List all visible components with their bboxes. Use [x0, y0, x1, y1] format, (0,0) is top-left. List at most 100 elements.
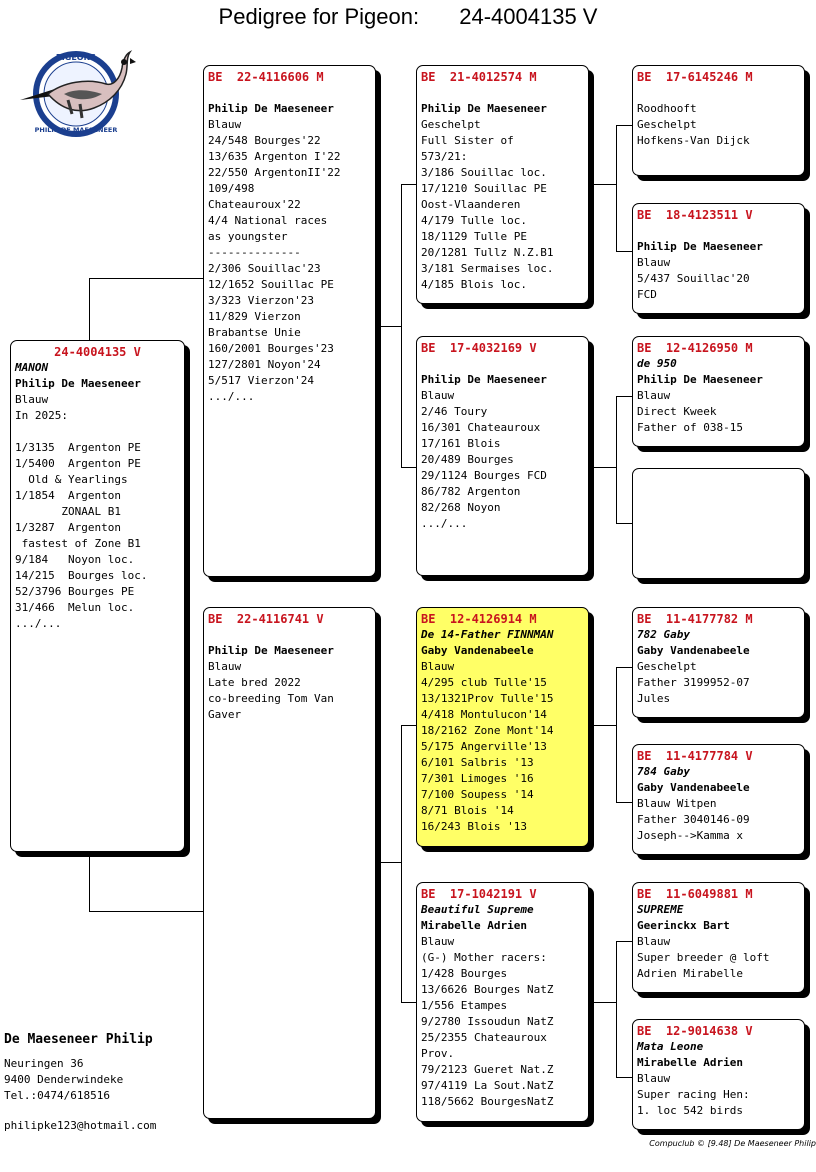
breeder-street: Neuringen 36 [4, 1057, 84, 1070]
info-line: 7/100 Soupess '14 [421, 788, 534, 801]
info-line: 31/466 Melun loc. [15, 601, 135, 614]
info-line: 79/2123 Gueret Nat.Z [421, 1063, 554, 1076]
info-line: Geschelpt [637, 660, 697, 673]
owner-name: Gaby Vandenabeele [637, 781, 750, 794]
info-line: Blauw [637, 389, 671, 402]
info-line: 4/179 Tulle loc. [421, 214, 527, 227]
info-line: Super breeder @ loft [637, 951, 770, 964]
ring-number: BE 12-9014638 V [637, 1024, 753, 1038]
title-label: Pedigree for Pigeon: [218, 4, 420, 29]
connector-line [89, 278, 90, 340]
info-line: 2/46 Toury [421, 405, 488, 418]
connector-line [616, 1077, 633, 1078]
connector-line [589, 725, 617, 726]
info-line: Geschelpt [637, 118, 697, 131]
pigeon-logo-icon: PIGEONS PHILIP DE MAESENEER [20, 50, 136, 137]
info-line: 86/782 Argenton [421, 485, 521, 498]
info-line: 5/517 Vierzon'24 [208, 374, 314, 387]
breeder-name: De Maeseneer Philip [4, 1032, 153, 1047]
svg-text:PHILIP DE MAESENEER: PHILIP DE MAESENEER [35, 126, 118, 134]
info-line: 22/550 ArgentonII'22 [208, 166, 341, 179]
info-line: 573/21: [421, 150, 468, 163]
info-line: 52/3796 Bourges PE [15, 585, 135, 598]
info-line: 1/3135 Argenton PE [15, 441, 141, 454]
sire-dam-dam-card[interactable] [632, 468, 805, 579]
info-line: 97/4119 La Sout.NatZ [421, 1079, 554, 1092]
blank-line [637, 223, 800, 239]
info-line: Full Sister of [421, 134, 514, 147]
pigeon-name: de 950 [637, 357, 677, 370]
info-line: 1/3287 Argenton [15, 521, 121, 534]
ring-number: BE 17-1042191 V [421, 887, 537, 901]
info-line: Blauw [208, 660, 242, 673]
info-line: 109/498 [208, 182, 255, 195]
pigeon-name: MANON [15, 361, 49, 374]
info-line: 8/71 Blois '14 [421, 804, 514, 817]
info-line: Geschelpt [421, 118, 481, 131]
info-line: 4/295 club Tulle'15 [421, 676, 547, 689]
info-line: 7/301 Limoges '16 [421, 772, 534, 785]
owner-name: Geerinckx Bart [637, 919, 730, 932]
info-line: Blauw Witpen [637, 797, 717, 810]
owner-name: Philip De Maeseneer [208, 644, 334, 657]
breeder-phone: Tel.:0474/618516 [4, 1089, 110, 1102]
connector-line [89, 911, 204, 912]
info-line: 160/2001 Bourges'23 [208, 342, 334, 355]
info-line: 2/306 Souillac'23 [208, 262, 321, 275]
owner-name: Philip De Maeseneer [15, 377, 141, 390]
info-line: Joseph-->Kamma x [637, 829, 743, 842]
ring-number: BE 11-4177784 V [637, 749, 753, 763]
info-line: 17/1210 Souillac PE [421, 182, 547, 195]
owner-name: Mirabelle Adrien [637, 1056, 743, 1069]
info-line: Blauw [637, 1072, 671, 1085]
owner-name: Philip De Maeseneer [421, 373, 547, 386]
pigeon-name: De 14-Father FINNMAN [421, 628, 554, 641]
info-line: Roodhooft [637, 102, 697, 115]
blank-line [208, 627, 371, 643]
info-line: 24/548 Bourges'22 [208, 134, 321, 147]
info-line: 12/1652 Souillac PE [208, 278, 334, 291]
info-line: 18/2162 Zone Mont'14 [421, 724, 554, 737]
blank-line [421, 356, 584, 372]
info-line: Blauw [421, 935, 455, 948]
info-line: 3/186 Souillac loc. [421, 166, 547, 179]
breeder-email[interactable]: philipke123@hotmail.com [4, 1119, 157, 1132]
connector-line [401, 184, 417, 185]
info-line: 1/428 Bourges [421, 967, 508, 980]
info-line: Blauw [208, 118, 242, 131]
info-line: 1/1854 Argenton [15, 489, 121, 502]
info-line [15, 424, 180, 440]
info-line: Blauw [15, 393, 49, 406]
info-line: Brabantse Unie [208, 326, 301, 339]
info-line: In 2025: [15, 409, 68, 422]
connector-line [616, 125, 617, 252]
info-line: Gaver [208, 708, 242, 721]
owner-name: Philip De Maeseneer [637, 240, 763, 253]
info-line: Blauw [421, 660, 455, 673]
info-line: 82/268 Noyon [421, 501, 501, 514]
pigeon-name: 784 Gaby [637, 765, 690, 778]
connector-line [616, 667, 633, 668]
owner-name: Mirabelle Adrien [421, 919, 527, 932]
connector-line [589, 467, 617, 468]
info-line: -------------- [208, 246, 301, 259]
info-line: 13/6626 Bourges NatZ [421, 983, 554, 996]
info-line: 9/184 Noyon loc. [15, 553, 135, 566]
ring-number: BE 17-4032169 V [421, 341, 537, 355]
info-line: Father of 038-15 [637, 421, 743, 434]
info-line: FCD [637, 288, 657, 301]
